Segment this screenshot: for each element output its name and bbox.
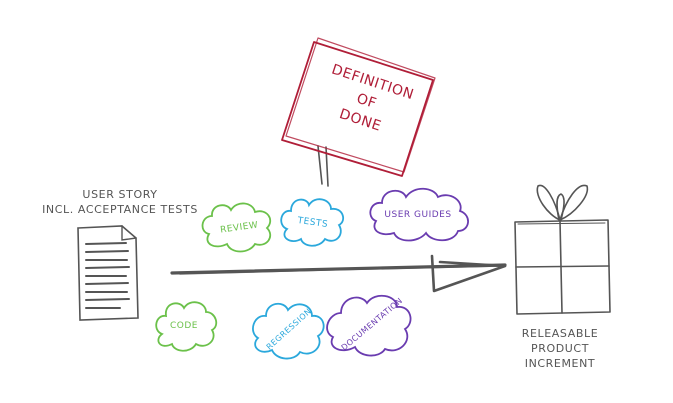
cloud-user-guides-label: USER GUIDES xyxy=(384,210,451,220)
arrow-icon xyxy=(170,254,507,293)
cloud-documentation: DOCUMENTATION xyxy=(326,294,412,357)
cloud-tests-label: TESTS xyxy=(296,216,329,230)
input-label-line2: INCL. ACCEPTANCE TESTS xyxy=(42,203,198,216)
cloud-tests-shape xyxy=(280,198,345,247)
cloud-user-guides: USER GUIDES xyxy=(369,187,469,242)
output-label-line1: RELEASABLE xyxy=(521,327,599,340)
cloud-review-shape xyxy=(201,202,272,253)
output-label-line2: PRODUCT xyxy=(530,342,590,355)
sign-label: DEFINITION OF DONE xyxy=(329,62,415,135)
cloud-user-guides-shape xyxy=(369,187,469,242)
output-label-line3: INCREMENT xyxy=(524,357,596,370)
cloud-review-label: REVIEW xyxy=(220,220,259,235)
cloud-regression-label: REGRESSION xyxy=(265,307,314,352)
cloud-code-label: CODE xyxy=(170,321,198,331)
cloud-tests: TESTS xyxy=(280,198,345,247)
sign-label-line2: OF xyxy=(354,91,378,112)
output-label: RELEASABLE PRODUCT INCREMENT xyxy=(500,326,620,371)
cloud-code: CODE xyxy=(155,301,218,352)
cloud-code-shape xyxy=(155,301,218,352)
cloud-regression: REGRESSION xyxy=(252,302,325,360)
document-icon xyxy=(77,225,139,321)
cloud-documentation-label: DOCUMENTATION xyxy=(340,296,405,352)
cloud-documentation-shape xyxy=(326,294,412,357)
cloud-review: REVIEW xyxy=(201,202,272,253)
input-label: USER STORY INCL. ACCEPTANCE TESTS xyxy=(40,187,200,217)
gift-box-icon xyxy=(514,184,611,315)
cloud-regression-shape xyxy=(252,302,325,360)
sign-label-line3: DONE xyxy=(337,106,383,135)
sign-icon xyxy=(281,37,436,187)
input-label-line1: USER STORY xyxy=(82,188,158,201)
